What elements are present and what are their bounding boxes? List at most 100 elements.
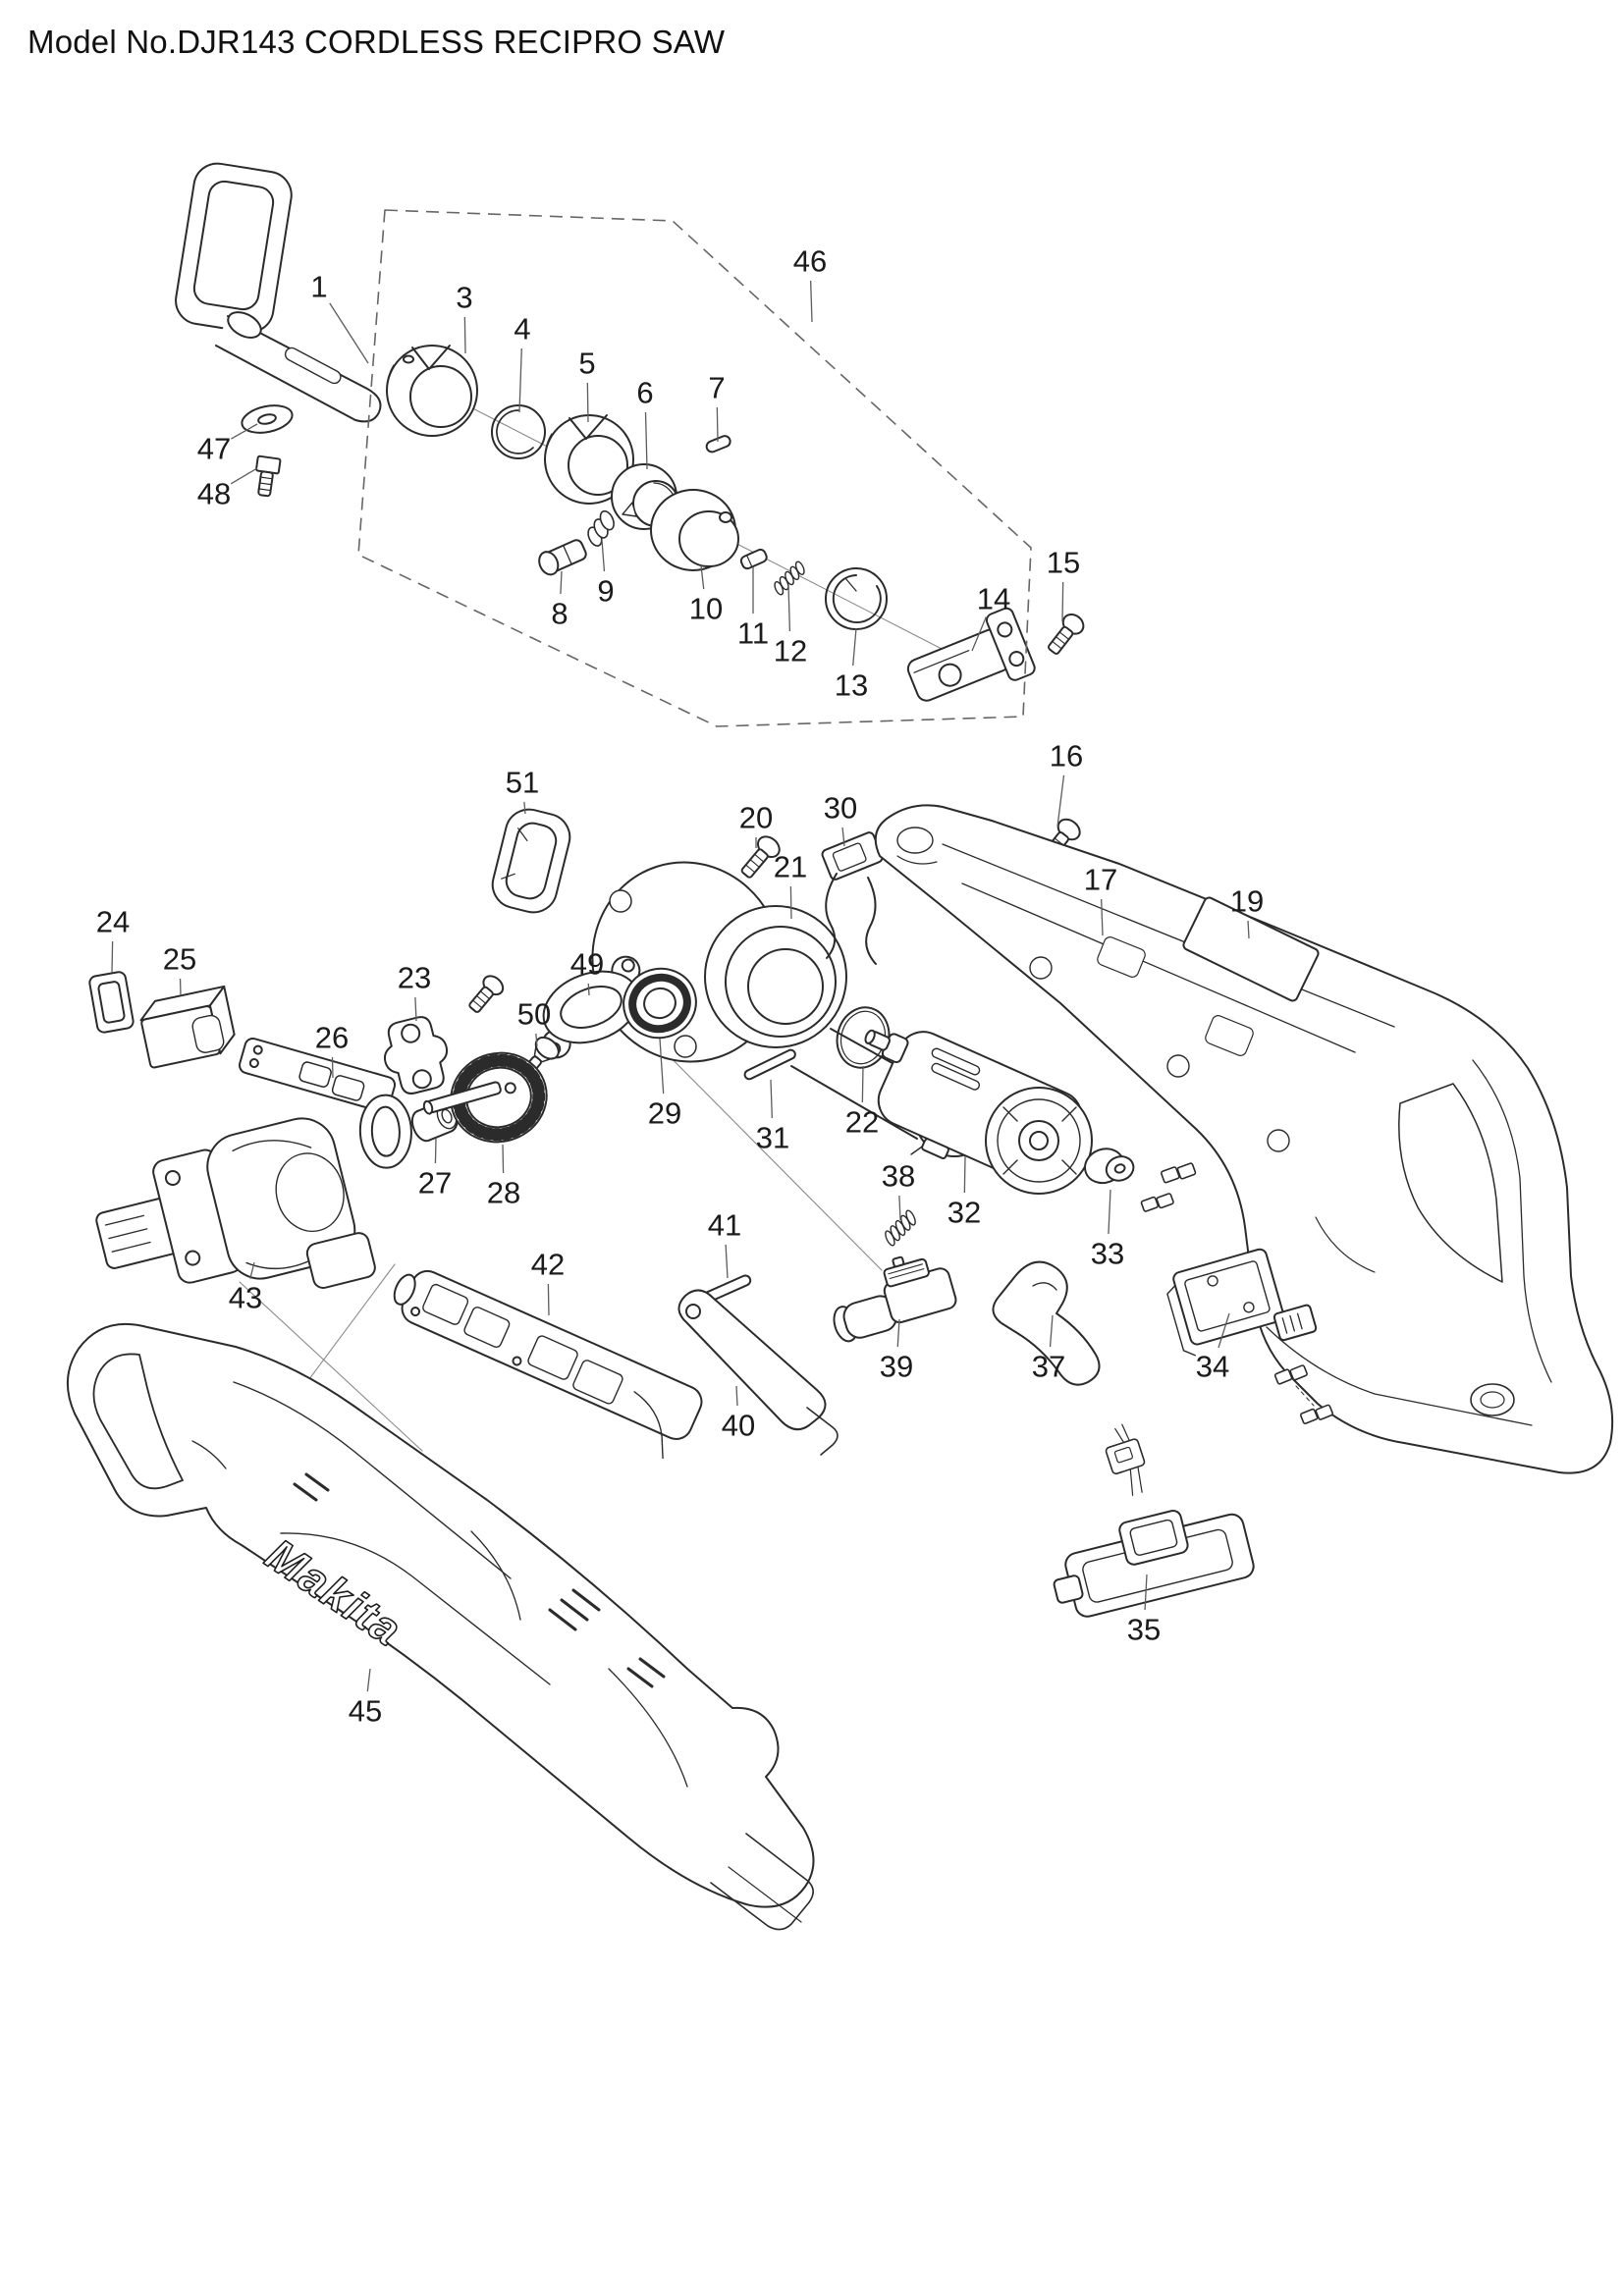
part-47-washer: [241, 404, 294, 434]
leader-line-30: [841, 827, 845, 847]
part-number-label-41: 41: [708, 1208, 741, 1243]
leader-line-4: [518, 347, 522, 413]
part-number-label-1: 1: [310, 270, 327, 304]
leader-line-50: [535, 1033, 538, 1047]
leader-line-13: [852, 627, 857, 667]
part-number-label-26: 26: [315, 1021, 349, 1055]
part-number-label-51: 51: [506, 766, 539, 800]
leader-line-15: [1061, 581, 1064, 622]
leader-line-33: [1108, 1189, 1111, 1235]
leader-line-51: [523, 801, 526, 815]
leader-line-1: [329, 302, 369, 364]
part-number-label-14: 14: [977, 582, 1010, 616]
leader-line-17: [1101, 898, 1104, 936]
part-1-rail-hook: [175, 162, 382, 423]
part-number-label-31: 31: [756, 1121, 789, 1155]
part-number-label-37: 37: [1032, 1350, 1065, 1384]
part-14-slider: [906, 607, 1036, 702]
leader-line-26: [331, 1056, 334, 1079]
leader-line-49: [587, 983, 590, 996]
part-number-label-33: 33: [1091, 1237, 1124, 1271]
part-13-stopper-ring: [825, 567, 888, 630]
part-number-label-30: 30: [824, 791, 857, 826]
small-terminal-clips: [1105, 1162, 1333, 1496]
part-number-label-17: 17: [1084, 863, 1117, 897]
leader-line-39: [896, 1318, 900, 1348]
part-number-label-45: 45: [349, 1694, 382, 1729]
part-28-bevel-gear: [422, 1051, 548, 1144]
leader-line-48: [230, 467, 258, 485]
part-42-frame-rail: [393, 1269, 703, 1460]
part-number-label-23: 23: [398, 961, 431, 995]
leader-line-34: [1218, 1312, 1230, 1349]
leader-line-8: [560, 570, 563, 595]
part-number-label-47: 47: [197, 432, 231, 466]
part-43-guide-assembly: [95, 1117, 376, 1290]
part-number-label-16: 16: [1050, 739, 1083, 774]
part-30-switch-lead-unit: [821, 831, 884, 965]
part-37-lock-lever: [992, 1260, 1101, 1386]
part-number-label-10: 10: [689, 592, 723, 626]
part-9-spring: [587, 509, 615, 547]
part-3-sleeve-front: [386, 345, 478, 437]
part-number-label-46: 46: [793, 244, 827, 279]
part-number-label-28: 28: [487, 1176, 520, 1210]
part-number-label-15: 15: [1047, 546, 1080, 580]
part-51-rubber-ring: [491, 808, 571, 914]
part-number-label-5: 5: [578, 347, 595, 381]
leader-line-19: [1247, 920, 1250, 939]
part-number-label-38: 38: [882, 1159, 915, 1194]
leader-line-29: [659, 1038, 665, 1095]
part-number-label-48: 48: [197, 477, 231, 511]
leader-line-40: [735, 1385, 738, 1407]
part-number-label-19: 19: [1230, 884, 1264, 919]
part-number-label-3: 3: [456, 281, 472, 315]
part-40-lever-arm: [677, 1289, 839, 1456]
leader-line-31: [770, 1079, 773, 1119]
part-19-name-plate: [1182, 896, 1320, 1002]
part-number-label-27: 27: [418, 1166, 452, 1201]
leader-line-14: [971, 616, 987, 652]
part-number-label-7: 7: [708, 371, 725, 405]
part-number-label-24: 24: [96, 905, 130, 939]
part-35-terminal-block: [1053, 1509, 1255, 1618]
part-20-screw: [740, 835, 781, 879]
part-number-label-32: 32: [947, 1196, 981, 1230]
part-number-label-34: 34: [1196, 1350, 1229, 1384]
screw-near-part-23: [468, 975, 505, 1013]
leader-line-23: [414, 996, 417, 1022]
leader-line-41: [725, 1244, 729, 1279]
leader-line-5: [586, 382, 589, 423]
part-11-key: [739, 548, 768, 570]
leader-line-37: [1049, 1314, 1054, 1348]
part-number-label-12: 12: [774, 634, 807, 668]
part-number-label-29: 29: [648, 1096, 681, 1131]
part-32-motor: [864, 1029, 1093, 1195]
leader-line-46: [809, 280, 813, 323]
leader-line-45: [366, 1668, 371, 1692]
vent-slots: [293, 1472, 666, 1688]
part-29-ball-bearing: [623, 967, 697, 1040]
part-15-screw: [1048, 614, 1085, 655]
part-24-frame: [88, 971, 135, 1034]
leader-line-12: [787, 584, 791, 632]
part-number-label-8: 8: [551, 597, 568, 631]
part-34-switch: [1166, 1248, 1318, 1357]
part-number-label-20: 20: [739, 801, 773, 835]
leader-line-43: [249, 1261, 255, 1279]
leader-line-32: [963, 1155, 966, 1194]
part-12-coil-spring: [774, 561, 805, 596]
part-number-label-40: 40: [722, 1409, 755, 1443]
part-number-label-6: 6: [636, 376, 653, 410]
part-10-crank: [650, 489, 739, 571]
leader-line-42: [547, 1283, 550, 1316]
part-4-ring: [491, 404, 546, 459]
part-49-gasket: [541, 955, 641, 1059]
leader-line-27: [434, 1138, 437, 1164]
part-number-label-49: 49: [570, 947, 604, 982]
page-title: Model No.DJR143 CORDLESS RECIPRO SAW: [27, 24, 726, 60]
leader-line-28: [502, 1144, 505, 1174]
